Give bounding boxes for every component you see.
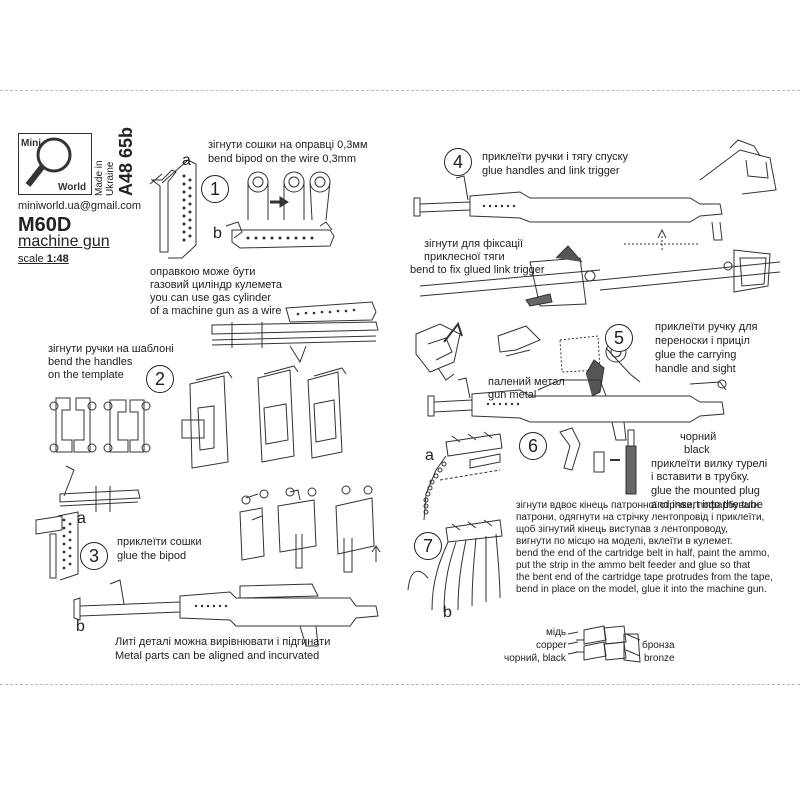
bronze-label-en: bronze — [644, 653, 675, 664]
step2-text-ua: зігнути ручки на шаблоні — [48, 343, 174, 355]
bipod-part-b — [226, 222, 334, 248]
made-in-label: Made in Ukraine — [94, 160, 116, 196]
ammo-belt-a — [424, 432, 502, 520]
step5-text-ua2: переноски і приціл — [655, 335, 750, 347]
bipod-on-barrel — [36, 466, 140, 580]
black-label-en: black — [684, 444, 710, 456]
gun-side-view-step5 — [416, 324, 726, 440]
step3-text-ua: приклеїти сошки — [117, 536, 202, 548]
logo-top-text: Mini — [21, 138, 41, 149]
ammo-belt-b — [408, 520, 502, 612]
black-ammo-label: чорний, black — [504, 653, 566, 664]
step4-fix-ua2: приклесної тяги — [424, 251, 505, 263]
step7-label-b: b — [443, 604, 452, 621]
step4-number: 4 — [444, 148, 472, 176]
step6-label-a: a — [425, 447, 434, 464]
gun-side-view-step4 — [414, 140, 776, 250]
step2-text-en2: on the template — [48, 369, 124, 381]
step4-fix-en: bend to fix glued link trigger — [410, 264, 545, 276]
step1-number: 1 — [201, 175, 229, 203]
step4-text-ua: приклеїти ручки і тягу спуску — [482, 151, 629, 163]
step2-text-en1: bend the handles — [48, 356, 133, 368]
metal-note-en: Metal parts can be aligned and incurvate… — [115, 650, 320, 662]
step6-text-en2: and insert into the tube — [651, 499, 763, 511]
bipod-bend-sequence — [248, 172, 330, 220]
black-label-ua: чорний — [680, 431, 717, 443]
step7-line-4: вигнути по місцю на моделі, вклеїти в ку… — [516, 536, 733, 547]
step3-label-a: a — [77, 510, 86, 527]
step1-label-b: b — [213, 225, 222, 242]
step6-number: 6 — [519, 432, 547, 460]
step5-text-en1: glue the carrying — [655, 349, 737, 361]
step7-line-7: the bent end of the cartridge tape protr… — [516, 572, 773, 583]
kit-code: A48 65b — [116, 126, 136, 196]
step7-line-3: щоб зігнутий кінець виступав з лентопров… — [516, 524, 728, 535]
step5-text-ua1: приклеїти ручку для — [655, 321, 758, 333]
step7-number: 7 — [414, 532, 442, 560]
step7-line-2: патрони, одягнути на стрічку лентопровід… — [516, 512, 765, 523]
step3-number: 3 — [80, 542, 108, 570]
handles-flat-pattern — [50, 398, 150, 452]
copper-label-en: copper — [536, 640, 567, 651]
step5-text-en2: handle and sight — [655, 363, 736, 375]
step1-text-ua: зігнути сошки на оправці 0,3мм — [208, 139, 368, 151]
step6-text-en1: glue the mounted plug — [651, 485, 760, 497]
bipod-part-a — [150, 160, 196, 258]
handles-assembly-detail — [240, 486, 380, 572]
step4-text-en: glue handles and link trigger — [482, 165, 620, 177]
gunmetal-label-ua: палений метал — [488, 376, 565, 388]
scale-label: scale 1:48 — [18, 253, 69, 265]
handle-templates — [182, 366, 346, 468]
bronze-label-ua: бронза — [642, 640, 675, 651]
copper-label-ua: мідь — [546, 627, 567, 638]
step5-number: 5 — [605, 324, 633, 352]
contact-email: miniworld.ua@gmail.com — [18, 200, 142, 212]
bottom-divider — [0, 684, 800, 685]
step3-text-en: glue the bipod — [117, 550, 187, 562]
step1-text-en: bend bipod on the wire 0,3mm — [208, 153, 356, 165]
step2-number: 2 — [146, 365, 174, 393]
miniworld-logo: Mini World — [18, 133, 92, 195]
logo-bottom-text: World — [58, 182, 86, 193]
metal-note-ua: Литі деталі можна вирівнювати і підгинат… — [115, 636, 331, 648]
gunmetal-label-en: gun metal — [488, 389, 537, 401]
step1-label-a: a — [182, 152, 191, 169]
link-trigger-detail — [420, 246, 780, 306]
step6-text-ua2: і вставити в трубку. — [651, 471, 750, 483]
step7-line-6: put the strip in the ammo belt feeder an… — [516, 560, 751, 571]
step7-line-8: bend in place on the model, glue it into… — [516, 584, 767, 595]
step4-fix-ua1: зігнути для фіксації — [424, 238, 524, 250]
gas-note-ua1: оправкою може бути — [150, 266, 256, 278]
step3-label-b: b — [76, 618, 85, 635]
ammo-color-legend — [568, 626, 640, 662]
gas-note-en1: you can use gas cylinder — [150, 292, 272, 304]
turret-plug-and-tube — [560, 428, 636, 494]
step7-line-1: зігнути вдвоє кінець патронної стрічки, … — [516, 500, 760, 511]
top-divider — [0, 90, 800, 91]
gas-cylinder-bipod — [212, 302, 378, 362]
gas-note-ua2: газовий циліндр кулемета — [150, 279, 283, 291]
gas-note-en2: of a machine gun as a wire — [150, 305, 282, 317]
model-subtitle: machine gun — [18, 233, 110, 250]
step6-text-ua1: приклеїти вилку турелі — [651, 458, 768, 470]
model-title: M60D — [18, 214, 72, 236]
step7-line-5: bend the end of the cartridge belt in ha… — [516, 548, 770, 559]
gun-side-view-step3 — [74, 580, 378, 646]
